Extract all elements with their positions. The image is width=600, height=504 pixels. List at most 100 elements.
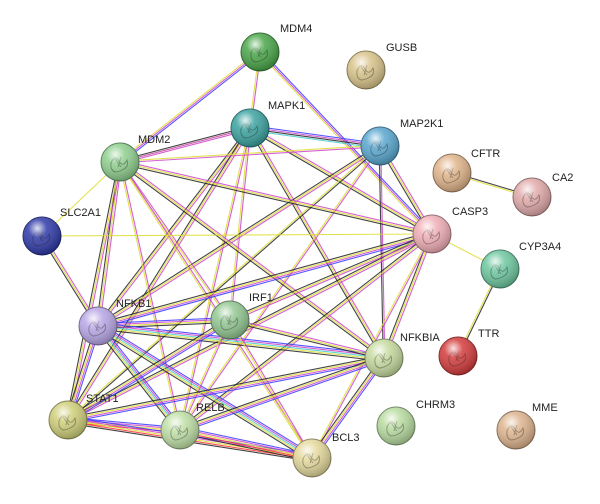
edge-evidence-line	[97, 127, 251, 327]
edge-evidence-line	[229, 233, 433, 321]
node-mdm4[interactable]: MDM4	[240, 23, 312, 72]
node-ttr[interactable]: TTR	[438, 328, 499, 376]
node-gloss	[101, 143, 139, 181]
node-bcl3[interactable]: BCL3	[292, 432, 360, 478]
edge-evidence-line	[119, 127, 251, 163]
edge-evidence-line	[98, 322, 385, 356]
edge-evidence-line	[98, 324, 182, 430]
edge-evidence-line	[378, 146, 384, 359]
edge-evidence-line	[259, 51, 433, 235]
node-cyp3a4[interactable]: CYP3A4	[480, 241, 561, 289]
edge-evidence-line	[69, 162, 123, 421]
node-irf1[interactable]: IRF1	[210, 292, 273, 340]
node-map2k1[interactable]: MAP2K1	[360, 118, 443, 166]
edge-evidence-line	[119, 161, 433, 235]
node-label: CFTR	[471, 148, 500, 160]
edge-evidence-line	[119, 51, 261, 163]
node-gloss	[347, 51, 385, 89]
node-chrm3[interactable]: CHRM3	[376, 399, 455, 446]
node-label: MDM4	[280, 23, 312, 35]
edge-casp3-irf1	[229, 232, 433, 322]
node-mdm2[interactable]: MDM2	[100, 134, 170, 182]
edge-evidence-line	[68, 234, 433, 422]
edge-evidence-line	[120, 129, 251, 165]
edge-mdm4-casp3	[258, 50, 434, 236]
edge-irf1-relb	[178, 319, 232, 431]
edge-mapk1-map2k1	[249, 125, 381, 149]
edge-evidence-line	[66, 317, 230, 419]
edge-evidence-line	[98, 234, 433, 328]
node-gloss	[241, 33, 279, 71]
edge-evidence-line	[97, 325, 385, 359]
edge-irf1-nfkbia	[229, 317, 385, 361]
edge-evidence-line	[119, 144, 380, 162]
edge-irf1-bcl3	[228, 319, 314, 459]
edge-evidence-line	[313, 359, 387, 460]
edge-evidence-line	[118, 162, 180, 431]
node-gloss	[293, 439, 331, 477]
edge-mdm2-stat1	[65, 161, 123, 421]
edge-evidence-line	[118, 162, 384, 360]
edge-evidence-line	[230, 234, 433, 322]
node-stat1[interactable]: STAT1	[48, 393, 119, 440]
edge-evidence-line	[99, 162, 123, 327]
node-casp3[interactable]: CASP3	[412, 206, 488, 254]
edge-evidence-line	[67, 127, 251, 421]
node-nfkbia[interactable]: NFKBIA	[364, 332, 440, 378]
edge-evidence-line	[67, 144, 380, 420]
edge-evidence-line	[97, 318, 230, 326]
edge-evidence-line	[250, 126, 381, 146]
edge-evidence-line	[118, 50, 260, 162]
node-gloss	[49, 401, 87, 439]
edge-evidence-line	[120, 160, 386, 358]
edge-mapk1-stat1	[66, 126, 252, 422]
edge-evidence-line	[119, 125, 250, 161]
edge-evidence-line	[68, 320, 231, 422]
node-gusb[interactable]: GUSB	[346, 42, 417, 90]
edge-evidence-line	[97, 231, 432, 325]
node-gloss	[439, 337, 477, 375]
edge-mdm2-casp3	[119, 159, 433, 237]
edge-evidence-line	[120, 161, 182, 430]
edge-evidence-line	[68, 321, 232, 423]
edge-evidence-line	[97, 317, 230, 325]
edge-evidence-line	[312, 358, 386, 459]
node-gloss	[433, 154, 471, 192]
edge-evidence-line	[120, 52, 262, 164]
edge-evidence-line	[119, 163, 432, 237]
edge-evidence-line	[249, 127, 385, 359]
edge-evidence-line	[67, 232, 432, 420]
edge-evidence-line	[96, 126, 250, 326]
edge-evidence-line	[178, 319, 230, 430]
edge-evidence-line	[119, 161, 385, 359]
edge-evidence-line	[178, 232, 432, 430]
edge-evidence-line	[98, 320, 231, 328]
node-gloss	[23, 217, 61, 255]
node-slc2a1[interactable]: SLC2A1	[22, 207, 101, 256]
node-label: MAP2K1	[400, 118, 443, 130]
node-nfkb1[interactable]: NFKB1	[78, 298, 151, 346]
node-label: SLC2A1	[60, 207, 101, 219]
edge-mdm2-relb	[118, 161, 182, 431]
edge-irf1-stat1	[66, 317, 232, 423]
node-mapk1[interactable]: MAPK1	[230, 100, 305, 148]
node-cftr[interactable]: CFTR	[432, 148, 500, 193]
edge-evidence-line	[67, 355, 384, 419]
edge-evidence-line	[248, 128, 384, 360]
node-gloss	[413, 215, 451, 253]
node-relb[interactable]: RELB	[160, 402, 225, 450]
edge-evidence-line	[180, 234, 434, 432]
node-ca2[interactable]: CA2	[512, 172, 573, 217]
node-gloss	[161, 411, 199, 449]
edge-evidence-line	[229, 319, 385, 359]
node-mme[interactable]: MME	[496, 402, 558, 450]
edge-evidence-line	[179, 429, 313, 459]
edge-slc2a1-casp3	[41, 233, 433, 237]
node-gloss	[361, 127, 399, 165]
edge-mdm2-nfkbia	[118, 160, 386, 360]
node-gloss	[365, 339, 403, 377]
edge-evidence-line	[68, 359, 385, 423]
edge-evidence-line	[41, 233, 433, 237]
edge-evidence-line	[384, 234, 435, 359]
